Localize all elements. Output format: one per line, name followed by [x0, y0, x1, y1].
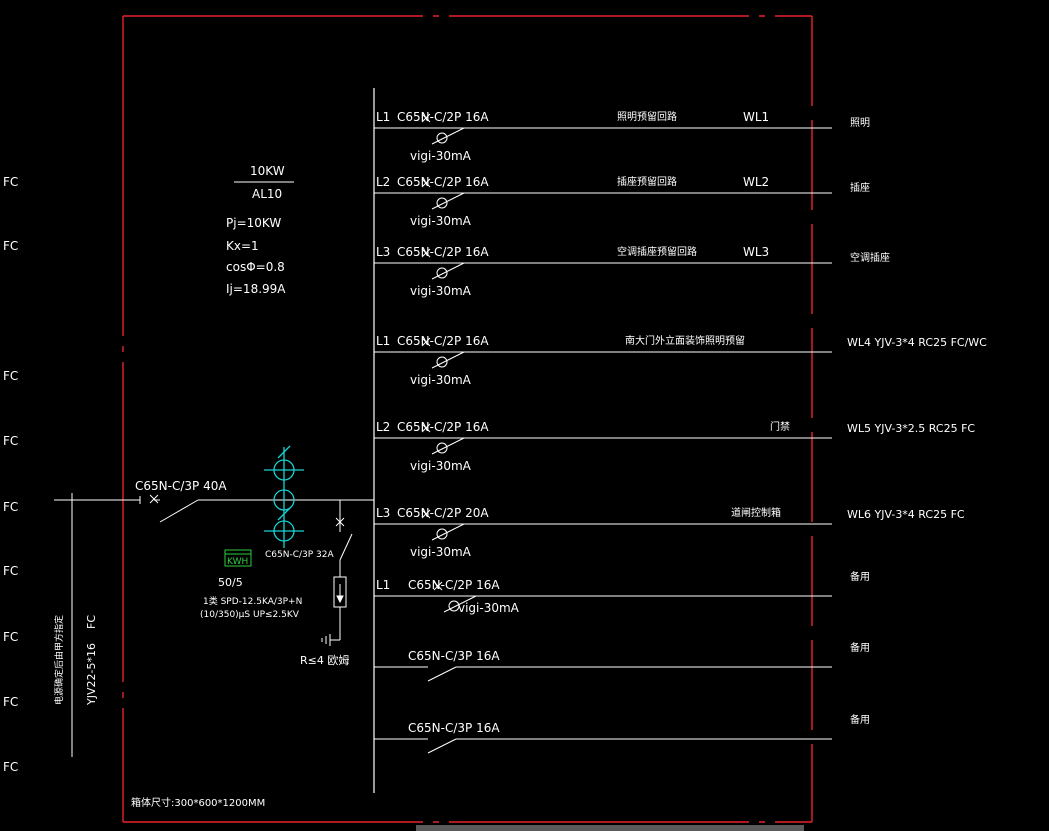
circuit-breaker: C65N-C/2P 16A [397, 245, 489, 259]
circuit-destination: 插座 [850, 181, 870, 194]
left-label: FC [3, 695, 18, 709]
circuit-rcd: vigi-30mA [410, 373, 472, 387]
circuit-destination: WL4 YJV-3*4 RC25 FC/WC [847, 336, 987, 349]
circuit-destination: 备用 [850, 713, 870, 726]
circuit-rcd: vigi-30mA [410, 545, 472, 559]
left-labels: FC FC FC FC FC FC FC FC FC [3, 175, 18, 774]
circuit-breaker: C65N-C/3P 16A [408, 721, 500, 735]
circuit-phase: L1 [376, 110, 390, 124]
summary-power: 10KW [250, 164, 285, 178]
left-label: FC [3, 434, 18, 448]
left-label: FC [3, 564, 18, 578]
ground-resistance: R≤4 欧姆 [300, 653, 349, 667]
summary-pj: Pj=10KW [226, 216, 281, 230]
kwh-meter: KWH [224, 549, 252, 567]
circuit-destination: 备用 [850, 570, 870, 583]
circuit-row: L1 C65N-C/2P 16A vigi-30mA 南大门外立面装饰照明预留 WL4 … [374, 334, 987, 387]
spd-line1: 1类 SPD-12.5KA/3P+N [203, 595, 302, 607]
left-label: FC [3, 760, 18, 774]
incoming-cable-note: 电源确定后由甲方指定 [53, 615, 65, 705]
circuit-description: 南大门外立面装饰照明预留 [625, 334, 745, 347]
circuit-breaker: C65N-C/2P 16A [397, 420, 489, 434]
panel-border [122, 15, 813, 823]
summary-cos: cosΦ=0.8 [226, 260, 285, 274]
left-label: FC [3, 630, 18, 644]
circuit-destination: 照明 [850, 117, 870, 129]
circuit-row: L1 C65N-C/2P 16A vigi-30mA 照明预留回路 WL1 照明 [374, 110, 870, 163]
circuit-phase: L1 [376, 578, 390, 592]
circuit-row: L2 C65N-C/2P 16A vigi-30mA 插座预留回路 WL2 插座 [374, 175, 870, 228]
circuit-rcd: vigi-30mA [410, 149, 472, 163]
circuit-description: 照明预留回路 [617, 110, 677, 123]
summary-block: 10KW AL10 Pj=10KW Kx=1 cosΦ=0.8 Ij=18.99… [226, 164, 294, 296]
summary-kx: Kx=1 [226, 239, 259, 253]
left-label: FC [3, 369, 18, 383]
circuit-breaker: C65N-C/2P 16A [397, 334, 489, 348]
circuit-destination: 备用 [850, 641, 870, 654]
circuit-wl: WL3 [743, 245, 769, 259]
circuit-phase: L3 [376, 245, 390, 259]
incoming-feeder [54, 493, 374, 757]
incoming-cable-spec: YJV22-5*16 [85, 643, 98, 706]
circuit-destination: WL6 YJV-3*4 RC25 FC [847, 508, 965, 521]
circuit-phase: L2 [376, 175, 390, 189]
left-label: FC [3, 239, 18, 253]
circuit-row: C65N-C/3P 16A 备用 [374, 641, 870, 682]
circuit-description: 插座预留回路 [617, 175, 677, 188]
circuit-description: 门禁 [770, 420, 790, 433]
circuit-row: L3 C65N-C/2P 20A vigi-30mA 道闸控制箱 WL6 YJV-3*4… [374, 506, 965, 559]
circuit-phase: L3 [376, 506, 390, 520]
circuit-description: 道闸控制箱 [731, 506, 781, 519]
transformer-breaker: C65N-C/3P 32A [265, 550, 334, 560]
circuit-destination: WL5 YJV-3*2.5 RC25 FC [847, 422, 975, 435]
circuit-phase: L1 [376, 334, 390, 348]
circuit-description: 空调插座预留回路 [617, 245, 697, 258]
horizontal-scrollbar[interactable] [416, 825, 804, 831]
circuit-rcd: vigi-30mA [458, 601, 520, 615]
circuit-rcd: vigi-30mA [410, 284, 472, 298]
circuit-wl: WL2 [743, 175, 769, 189]
summary-panel: AL10 [252, 187, 282, 201]
circuit-row: C65N-C/3P 16A 备用 [374, 713, 870, 754]
circuit-row: L3 C65N-C/2P 16A vigi-30mA 空调插座预留回路 WL3 空调插座 [374, 245, 890, 298]
circuit-phase: L2 [376, 420, 390, 434]
current-transformers [264, 445, 304, 548]
circuit-breaker: C65N-C/2P 16A [408, 578, 500, 592]
ct-ratio: 50/5 [218, 576, 243, 589]
incoming-cable-method: FC [85, 615, 98, 629]
circuit-row: L1 C65N-C/2P 16A vigi-30mA 备用 [374, 570, 870, 615]
circuit-breaker: C65N-C/2P 16A [397, 175, 489, 189]
incoming-cable-spec-group: YJV22-5*16 FC [85, 615, 98, 706]
circuit-breaker: C65N-C/2P 16A [397, 110, 489, 124]
circuit-wl: WL1 [743, 110, 769, 124]
circuit-rcd: vigi-30mA [410, 214, 472, 228]
kwh-meter-label: KWH [227, 557, 248, 567]
incoming-cable-label: 电源确定后由甲方指定 [53, 615, 65, 705]
circuit-breaker: C65N-C/3P 16A [408, 649, 500, 663]
circuit-breaker: C65N-C/2P 20A [397, 506, 489, 520]
surge-protector [321, 500, 353, 646]
spd-line2: (10/350)μS UP≤2.5KV [200, 610, 300, 620]
incoming-breaker: C65N-C/3P 40A [135, 479, 227, 493]
left-label: FC [3, 500, 18, 514]
summary-ij: Ij=18.99A [226, 282, 286, 296]
circuit-row: L2 C65N-C/2P 16A vigi-30mA 门禁 WL5 YJV-3*2.5 … [374, 420, 975, 473]
circuit-rcd: vigi-30mA [410, 459, 472, 473]
left-label: FC [3, 175, 18, 189]
footer-note: 箱体尺寸:300*600*1200MM [131, 796, 265, 809]
circuit-destination: 空调插座 [850, 251, 890, 264]
